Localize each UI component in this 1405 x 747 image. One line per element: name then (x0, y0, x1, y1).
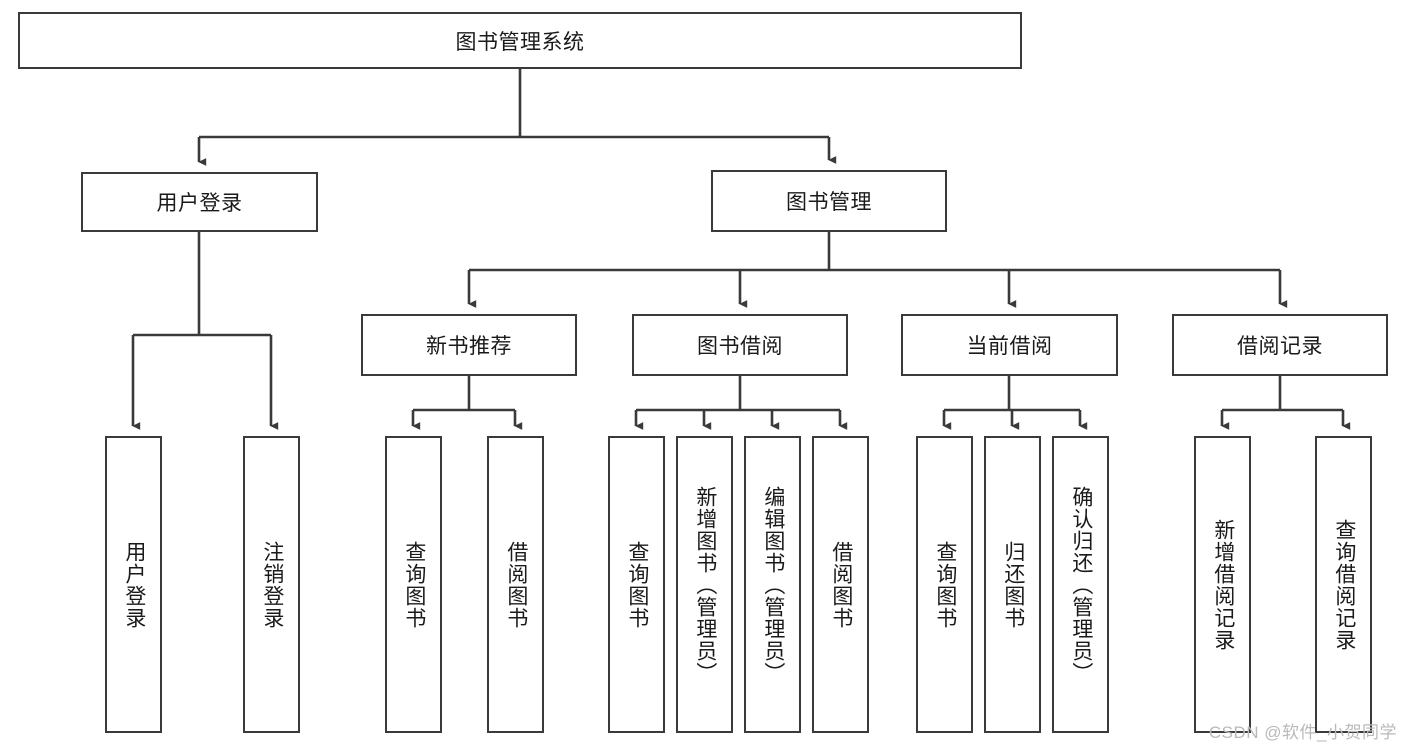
node-label: 查询借阅记录 (1332, 518, 1356, 651)
node-label: 新增借阅记录 (1211, 518, 1235, 651)
node-label: 图书管理 (786, 191, 872, 214)
node-root-system[interactable]: 图书管理系统 (18, 12, 1022, 69)
leaf-user-login[interactable]: 用户登录 (105, 436, 162, 733)
node-label: 用户登录 (122, 540, 146, 629)
node-borrow-record[interactable]: 借阅记录 (1172, 314, 1388, 376)
node-label: 借阅记录 (1237, 335, 1323, 358)
node-label: 用户登录 (156, 192, 243, 215)
leaf-borrow-book-newbook[interactable]: 借阅图书 (487, 436, 544, 733)
node-label: 当前借阅 (966, 335, 1053, 358)
node-label: 图书管理系统 (455, 30, 585, 54)
leaf-confirm-return-admin[interactable]: 确认归还（管理员） (1052, 436, 1109, 733)
node-label: 归还图书 (1001, 540, 1025, 629)
leaf-logout-login[interactable]: 注销登录 (243, 436, 300, 733)
leaf-query-book-current[interactable]: 查询图书 (916, 436, 973, 733)
node-user-login[interactable]: 用户登录 (81, 172, 318, 232)
node-label: 借阅图书 (504, 540, 528, 629)
node-label: 编辑图书（管理员） (761, 485, 785, 684)
node-book-borrow[interactable]: 图书借阅 (632, 314, 848, 376)
csdn-watermark: CSDN @软件_小贺同学 (1208, 723, 1397, 742)
node-label: 图书借阅 (697, 335, 783, 358)
node-label: 查询图书 (402, 540, 426, 629)
leaf-add-borrow-record[interactable]: 新增借阅记录 (1194, 436, 1251, 733)
node-label: 确认归还（管理员） (1069, 485, 1093, 684)
node-label: 注销登录 (260, 540, 284, 629)
leaf-borrow-book[interactable]: 借阅图书 (812, 436, 869, 733)
node-label: 查询图书 (933, 540, 957, 629)
node-label: 新增图书（管理员） (693, 485, 717, 684)
node-new-book-recommend[interactable]: 新书推荐 (361, 314, 577, 376)
leaf-query-book-newbook[interactable]: 查询图书 (385, 436, 442, 733)
node-current-borrow[interactable]: 当前借阅 (901, 314, 1118, 376)
node-label: 新书推荐 (426, 335, 512, 358)
leaf-edit-book-admin[interactable]: 编辑图书（管理员） (744, 436, 801, 733)
leaf-add-book-admin[interactable]: 新增图书（管理员） (676, 436, 733, 733)
node-label: 查询图书 (625, 540, 649, 629)
leaf-query-book-borrow[interactable]: 查询图书 (608, 436, 665, 733)
leaf-return-book[interactable]: 归还图书 (984, 436, 1041, 733)
leaf-query-borrow-record[interactable]: 查询借阅记录 (1315, 436, 1372, 733)
node-book-management[interactable]: 图书管理 (711, 170, 947, 232)
node-label: 借阅图书 (829, 540, 853, 629)
